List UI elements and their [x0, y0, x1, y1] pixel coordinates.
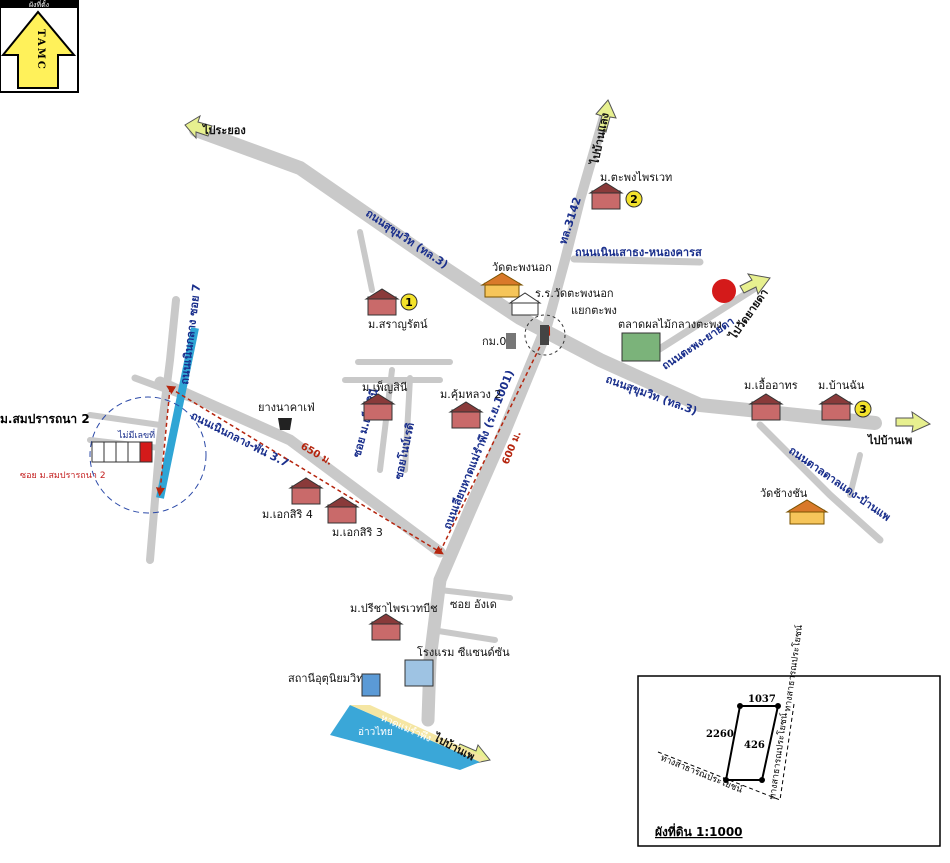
road-label-somprarthana: ซอย ม.สมปรารถนา 2 [20, 471, 106, 481]
house-uea-athon [748, 393, 784, 421]
road-label-angel: ซอย อังเด [450, 598, 497, 611]
route-soi7 [155, 387, 171, 497]
arrow-ban-phe [895, 410, 932, 433]
house-ekasiri4 [288, 477, 324, 505]
traffic-light-icon [540, 325, 549, 345]
label-hotel: โรงแรม ซีแซนด์ซัน [417, 645, 510, 659]
coffee-cup-icon [278, 418, 292, 430]
road-hotel-spur [429, 627, 498, 643]
road-saranrat [357, 229, 375, 293]
label-m-phensinee: ม.เพ็ญสินี [362, 380, 408, 394]
road-label-kophai: ซอยโนบ์เรดิ [391, 421, 417, 480]
logo-corner-text: ผังที่ตั้ง [29, 0, 49, 9]
hotel-icon [404, 659, 434, 687]
dir-ban-khaeng: ไปบ้านแลง [587, 111, 612, 167]
road-label-sukhumvit-upper: ถนนสุขุมวิท (ทล.3) [363, 207, 451, 272]
house-khumluang [448, 401, 484, 429]
junction-circle [524, 314, 566, 356]
marker-2-label: 2 [630, 193, 638, 206]
house-preecha [368, 613, 404, 641]
marker-3 [854, 400, 872, 418]
label-wat-taphong: วัดตะพงนอก [492, 261, 552, 274]
marker-1 [400, 293, 418, 311]
road-angel [437, 587, 513, 601]
road-label-soi7: ถนนเนินกลาง ซอย 7 [178, 283, 203, 385]
marker-1-label: 1 [405, 296, 413, 309]
school-icon [508, 292, 542, 316]
house-ban-chan [818, 393, 854, 421]
label-m-saranrat: ม.สราญรัตน์ [368, 318, 428, 331]
plot-plan: 1037 2260 426 ทางสาธารณประโยชน์ ทางสาธาร… [637, 624, 941, 847]
plan-426: 426 [744, 740, 765, 751]
label-school: ร.ร.วัดตะพงนอก [535, 287, 614, 300]
arrow-ban-khaeng [595, 99, 617, 133]
arrow-wat-yaida [739, 273, 771, 296]
temple-taphong-nok [480, 272, 524, 298]
road-thathong [756, 421, 884, 544]
km0-post-icon [506, 333, 516, 349]
dir-ban-phe: ไปบ้านเพ [866, 433, 912, 447]
label-km0: กม.0 [482, 335, 506, 348]
label-m-ekasiri3: ม.เอกสิริ 3 [332, 526, 383, 539]
label-no-number: ไม่มีเลขที่ [117, 428, 155, 441]
logo-text: TAMC [35, 29, 46, 71]
label-m-taphong: ม.ตะพงไพรเวท [600, 171, 672, 184]
label-m-preecha: ม.ปรีชาไพรเวทบีช [350, 602, 438, 615]
site-circle [89, 396, 207, 514]
station-icon [361, 673, 381, 697]
house-saranrat [364, 288, 400, 316]
plan-2260: 2260 [706, 729, 734, 740]
subject-plot [139, 441, 153, 463]
marker-2 [625, 190, 643, 208]
temple-wat-chang [785, 499, 829, 525]
label-market: ตลาดผลไม้กลางตะพง [618, 318, 722, 331]
label-wat-chang: วัดช้างชัน [760, 487, 808, 500]
label-station: สถานีอุตุนิยมวิทยา [288, 672, 376, 685]
marker-3-label: 3 [859, 403, 867, 416]
direction-arrows [184, 99, 932, 765]
house-ekasiri3 [324, 496, 360, 524]
road-noen-phayom [570, 255, 704, 266]
label-junction: แยกตะพง [571, 304, 617, 317]
label-m-somprarthana: ม.สมปรารถนา 2 [0, 412, 90, 426]
route-650m [166, 385, 444, 555]
label-m-ban-chan: ม.บ้านฉัน [818, 379, 865, 392]
beach-sand [350, 705, 486, 762]
gulf-water [330, 705, 480, 770]
road-chang-spur [847, 452, 863, 498]
label-m-uea-athon: ม.เอื้ออาทร [744, 377, 798, 392]
road-soi-somp [87, 412, 163, 428]
road-label-noen-phayom: ถนนเนินเสาธง-หนองคารส [575, 246, 702, 259]
brand-logo-icon [712, 279, 736, 303]
plan-1037: 1037 [748, 694, 776, 705]
label-cafe: ยางนาคาเฟ่ [258, 401, 315, 414]
label-m-ekasiri4: ม.เอกสิริ 4 [262, 508, 313, 521]
plan-scale: ผังที่ดิน 1:1000 [655, 823, 743, 839]
site-plots [91, 441, 153, 463]
road-hwy-3142 [541, 105, 611, 335]
road-takhrong [646, 281, 764, 359]
house-phensinee [360, 393, 396, 421]
label-gulf: อ่าวไทย [358, 726, 393, 738]
market-icon [621, 332, 661, 362]
route-600m [439, 325, 551, 553]
house-m-taphong [588, 182, 624, 210]
arrow-rayong [184, 114, 213, 140]
label-m-khumluang: ม.คุ้มหลวง 2 [440, 388, 501, 401]
road-sukhumvit [189, 123, 882, 430]
dir-rayong: ไประยอง [201, 123, 246, 137]
tamc-logo: ผังที่ตั้ง TAMC [0, 0, 79, 93]
